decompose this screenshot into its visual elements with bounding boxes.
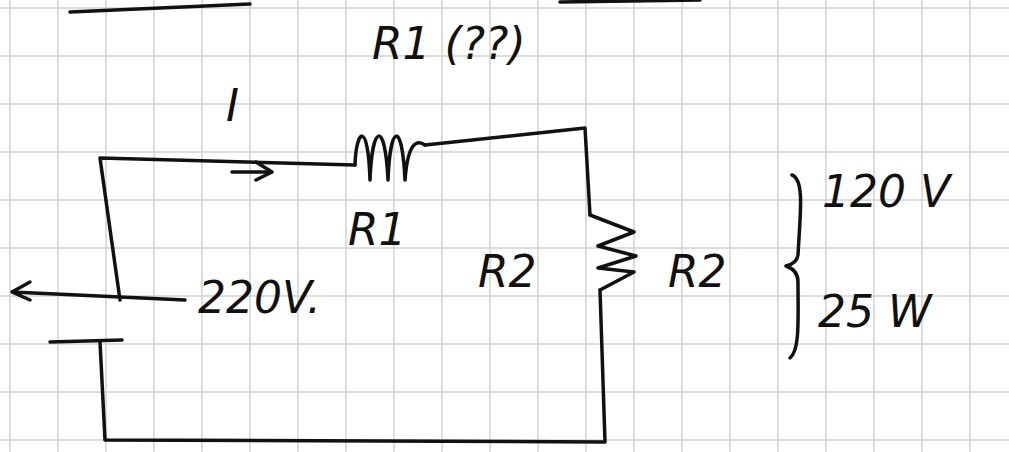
resistor-label: R1	[348, 208, 407, 252]
source-voltage: 220V.	[198, 276, 321, 320]
resistor-label: R2	[478, 250, 537, 294]
battery-symbol	[12, 282, 185, 342]
rated-power: 25 W	[818, 290, 931, 334]
brace	[786, 175, 801, 358]
resistor-label: R1 (??)	[372, 22, 526, 66]
pen-stroke	[70, 0, 700, 12]
rated-voltage: 120 V	[822, 170, 950, 214]
wire	[425, 128, 590, 215]
current-label: I	[226, 84, 239, 128]
resistor-symbol	[590, 215, 636, 290]
wire	[100, 290, 605, 442]
resistor-label: R2	[668, 250, 727, 294]
current-arrow	[232, 162, 272, 180]
resistor-symbol	[355, 136, 425, 180]
